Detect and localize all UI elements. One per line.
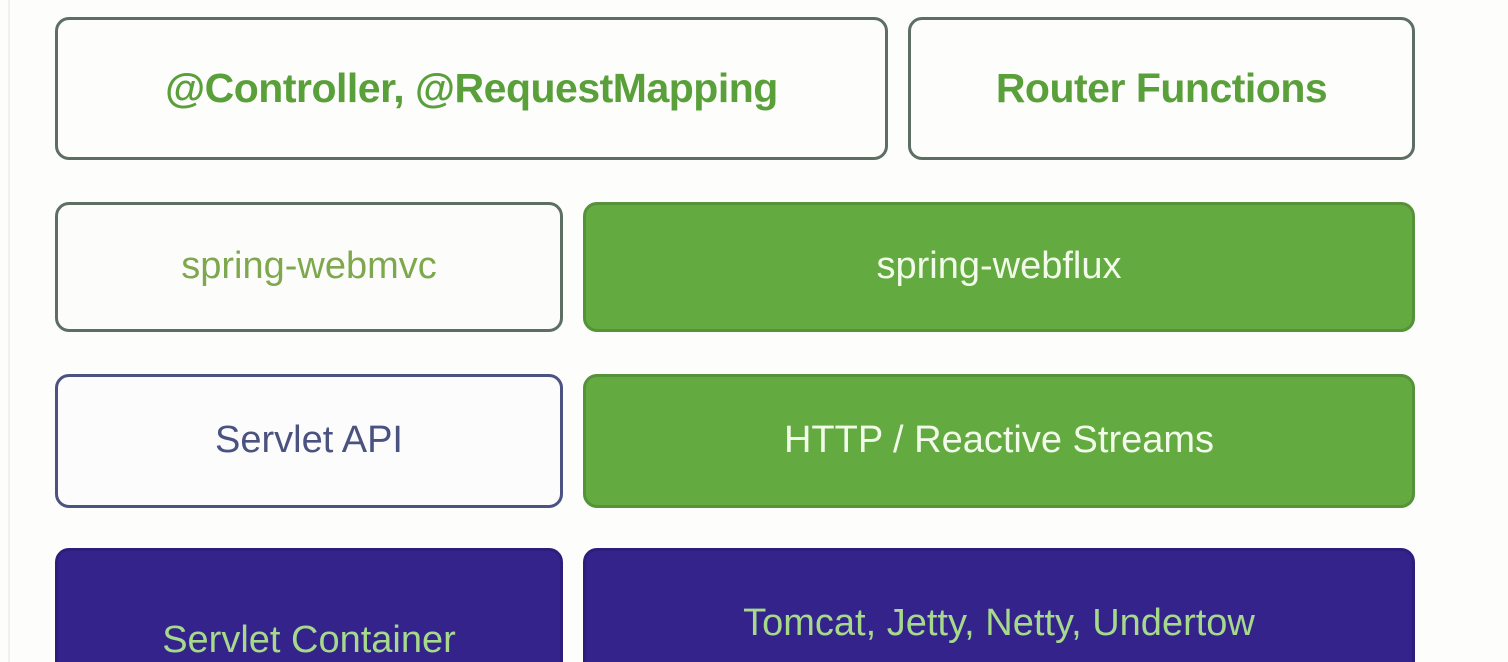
box-spring-webmvc: spring-webmvc [55, 202, 563, 332]
box-router-functions: Router Functions [908, 17, 1415, 160]
box-http-reactive-streams: HTTP / Reactive Streams [583, 374, 1415, 508]
box-label: spring-webflux [876, 245, 1122, 288]
footnote-url: https://docs.spring.io/spring/docs/ [586, 661, 1412, 662]
box-label: Router Functions [995, 64, 1328, 111]
box-label: Tomcat, Jetty, Netty, Undertow [743, 602, 1255, 644]
box-spring-webflux: spring-webflux [583, 202, 1415, 332]
box-label: spring-webmvc [181, 245, 437, 288]
box-label: Servlet Container [162, 619, 456, 662]
box-controller-request-mapping: @Controller, @RequestMapping [55, 17, 888, 160]
box-tomcat-jetty-netty-undertow: Tomcat, Jetty, Netty, Undertow https://d… [583, 548, 1415, 662]
box-label: HTTP / Reactive Streams [783, 419, 1215, 462]
box-label: Servlet API [215, 419, 403, 462]
box-label: @Controller, @RequestMapping [165, 64, 778, 111]
box-servlet-api: Servlet API [55, 374, 563, 508]
box-servlet-container: Servlet Container [55, 548, 563, 662]
page-left-edge [8, 0, 10, 662]
